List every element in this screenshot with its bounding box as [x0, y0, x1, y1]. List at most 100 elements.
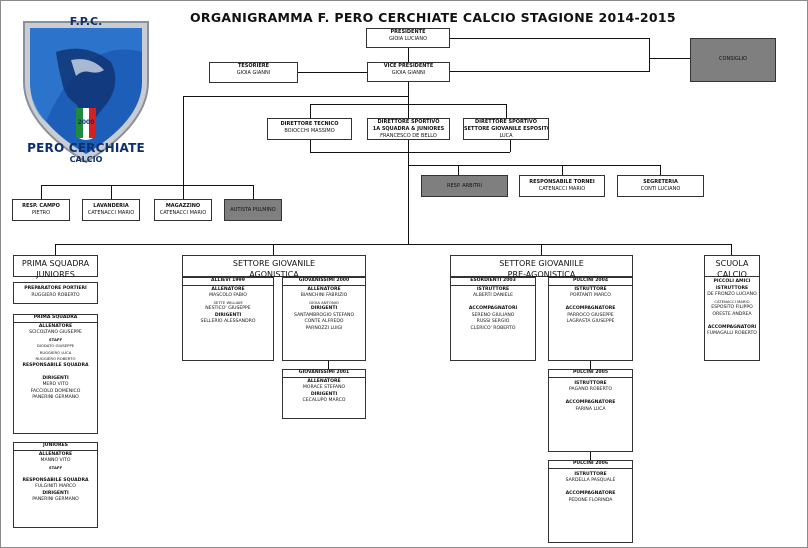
staff-entry: RUSSI SERGIO: [476, 319, 510, 324]
staff-entry: PARROCO GIUSEPPE: [567, 312, 614, 318]
staff-entry: ALLENATORE: [38, 323, 73, 329]
staff-entry: DIRIGENTI: [42, 490, 69, 496]
logo-top-text: F.P.C.: [70, 15, 103, 28]
staff-entry: DIRIGENTI: [310, 306, 338, 311]
staff-entry: FACCIOLO DOMENICO: [30, 388, 81, 394]
staff-entry: DIRIGENTI: [310, 391, 338, 397]
staff-entry: MASCOLO FABIO: [209, 293, 247, 298]
staff-entry: ACCOMPAGNATORI: [468, 306, 518, 311]
staff-entry: ACCOMPAGNATORE: [565, 306, 616, 311]
staff-entry: MORACE STEFANO: [302, 385, 346, 390]
staff-entry: CLERICO' ROBERTO: [470, 325, 516, 331]
staff-entry: SERENO GIULIANO: [471, 312, 515, 318]
box-preparatore-portieri: PREPARATORE PORTIERI RUGGIERO ROBERTO: [13, 282, 98, 304]
staff-entry: DE FRONZO LUCIANO: [707, 292, 757, 297]
staff-entry: SETTE WILLIAM: [213, 299, 243, 305]
node-consiglio: CONSIGLIO: [690, 38, 776, 82]
staff-entry: MANNO VITO: [40, 458, 71, 463]
staff-entry: ESPOSITO FILIPPO: [711, 305, 753, 310]
staff-entry: FULGINITI MARCO: [35, 484, 76, 489]
staff-entry: SELLERIO ALESSANDRO: [200, 319, 256, 324]
staff-entry: ACCOMPAGNATORI: [707, 324, 757, 330]
staff-entry: FUMAGALLI ROBERTO: [707, 331, 757, 336]
staff-entry: RESPONSABILE SQUADRA: [22, 477, 89, 483]
staff-entry: ACCOMPAGNATORE: [565, 491, 616, 496]
staff-entry: PARNOZZI LUIGI: [305, 325, 343, 331]
staff-entry: GIOIA ANTONIO: [309, 299, 339, 305]
staff-entry: PANERINI GERMANO: [32, 395, 79, 400]
staff-entry: ALBERTI DANIELE: [473, 293, 513, 298]
staff-entry: STAFF: [48, 464, 63, 470]
staff-entry: LAGRASTA GIUSEPPE: [566, 319, 615, 324]
staff-entry: ORESTE ANDREA: [712, 311, 752, 317]
staff-entry: ISTRUTTORE: [476, 286, 510, 292]
staff-entry: RUGGIERO ROBERTO: [35, 356, 76, 361]
staff-entry: CONTE ALFREDO: [304, 319, 344, 324]
staff-entry: ISTRUTTORE: [574, 380, 607, 386]
staff-entry: ALLENATORE: [38, 451, 73, 457]
staff-entry: RUGGIERO LUCA: [39, 349, 72, 355]
staff-entry: ISTRUTTORE: [574, 286, 607, 292]
staff-entry: PICCOLI AMICI: [713, 279, 751, 284]
logo-crest-number: 2000: [78, 119, 95, 126]
logo-name: PERO CERCHIATE: [27, 141, 145, 155]
staff-entry: PAGANO ROBERTO: [569, 387, 612, 392]
staff-entry: ALLENATORE: [307, 378, 341, 384]
staff-entry: MERO VITO: [42, 382, 69, 387]
node-resp-arbitri: RESP. ARBITRI: [421, 175, 508, 197]
staff-entry: PANERINI GERMANO: [32, 497, 79, 502]
staff-entry: DIRIGENTI: [42, 375, 69, 381]
staff-entry: DIRIGENTI: [214, 312, 242, 318]
staff-entry: DIODATO GIUSEPPE: [36, 343, 75, 348]
staff-entry: STAFF: [48, 336, 63, 342]
staff-entry: SCICOLTANO GIUSEPPE: [29, 330, 82, 335]
staff-entry: BIANCHINI FABRIZIO: [300, 293, 348, 298]
staff-entry: NESTICO' GIUSEPPE: [205, 306, 251, 311]
staff-entry: SANTAMBROGIO STEFANO: [293, 312, 355, 318]
staff-entry: ALLENATORE: [211, 286, 245, 292]
node-autista: AUTISTA PULMINO: [224, 199, 282, 221]
chart-title: ORGANIGRAMMA F. PERO CERCHIATE CALCIO ST…: [190, 10, 676, 25]
staff-entry: CATENACCI MARIO: [714, 298, 750, 304]
staff-entry: ACCOMPAGNATORE: [565, 400, 616, 405]
staff-entry: FARINA LUCA: [575, 406, 606, 412]
staff-entry: ISTRUTTORE: [715, 285, 749, 291]
staff-entry: CECALUPO MARCO: [302, 398, 346, 403]
club-logo: 2000 F.P.C.: [23, 15, 149, 164]
staff-entry: PORTANTI MARCO: [570, 293, 611, 298]
logo-subname: CALCIO: [69, 155, 103, 164]
staff-entry: SARDELLA PASQUALE: [565, 478, 616, 483]
staff-entry: RESPONSABILE SQUADRA: [22, 362, 89, 368]
